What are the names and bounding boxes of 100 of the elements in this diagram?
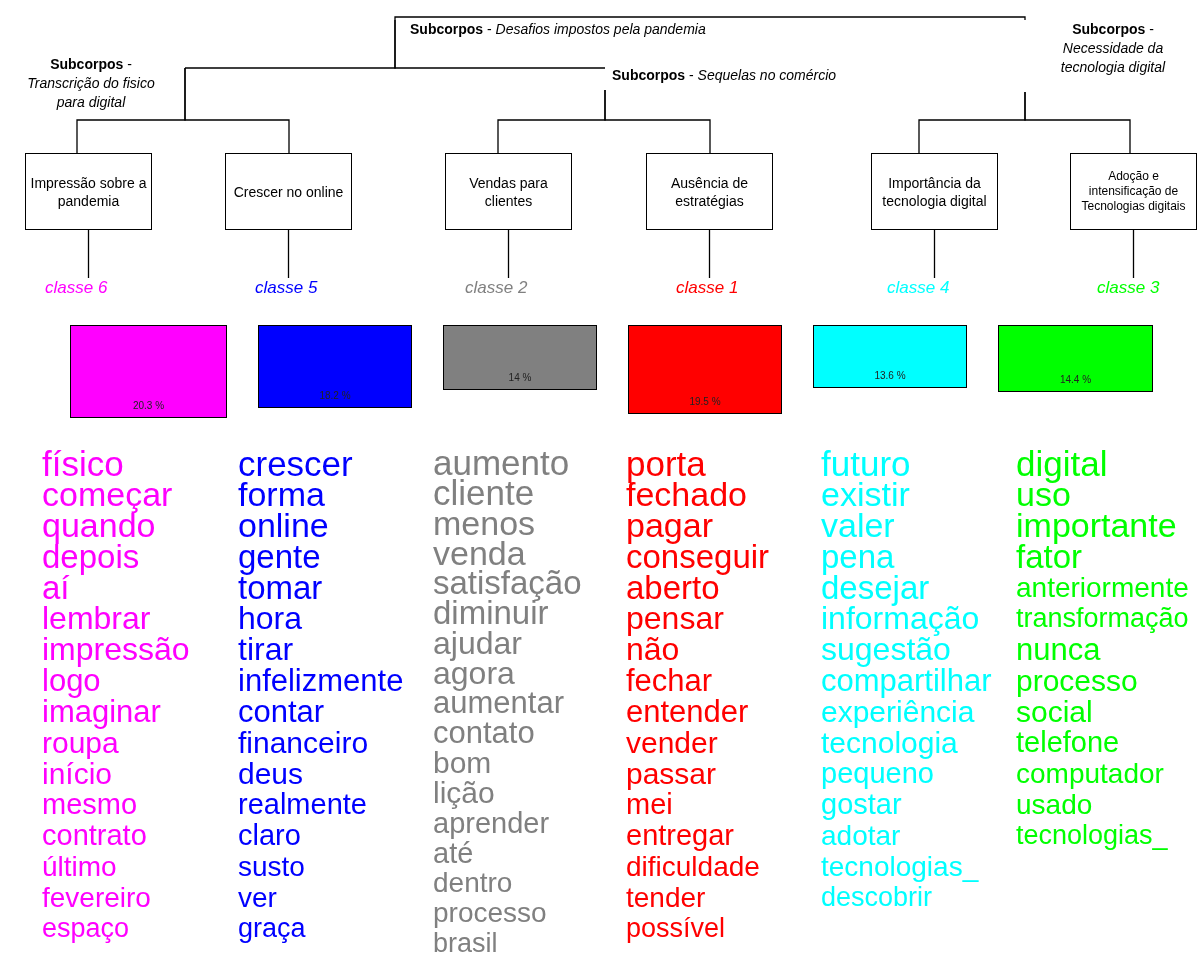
tree-line	[507, 229, 510, 279]
keyword-text: tecnologias_	[1016, 820, 1168, 851]
keyword-text: financeiro	[238, 727, 369, 758]
keyword-text: físico	[42, 448, 124, 479]
keyword-text: passar	[626, 758, 717, 789]
keyword-text: menos	[433, 508, 536, 538]
percentage-label: 19.5 %	[688, 396, 722, 407]
tree-line	[394, 19, 606, 69]
subcorpus-label: Subcorpos - Desafios impostos pela pandemia	[410, 21, 706, 37]
keyword-text: contrato	[42, 820, 147, 851]
keyword-text: início	[42, 758, 113, 789]
keyword-text: contar	[238, 696, 325, 727]
keyword-text: graça	[238, 913, 306, 944]
tree-line	[708, 229, 711, 279]
keyword-text: infelizmente	[238, 665, 404, 696]
keyword-text: hora	[238, 603, 303, 634]
keyword-text: contato	[433, 718, 535, 748]
keyword-text: possível	[626, 913, 726, 944]
class-label: classe 2	[465, 278, 555, 302]
keyword-text: deus	[238, 758, 304, 789]
keyword-text: valer	[821, 510, 895, 541]
keyword-text: transformação	[1016, 603, 1189, 634]
keyword-text: pequeno	[821, 758, 934, 789]
keyword-text: adotar	[821, 820, 901, 851]
tree-line	[604, 89, 711, 154]
keyword-text: realmente	[238, 789, 367, 820]
keyword-text: lembrar	[42, 603, 151, 634]
keyword-text: aprender	[433, 808, 550, 838]
tree-line	[184, 67, 290, 154]
keyword-text: futuro	[821, 448, 911, 479]
class-bar	[443, 325, 597, 390]
class-label: classe 3	[1097, 278, 1187, 302]
keyword-text: ver	[238, 882, 277, 913]
keyword-text: tecnologias_	[821, 851, 979, 882]
class-bar	[628, 325, 782, 414]
keyword-text: usado	[1016, 789, 1093, 820]
keyword-text: tender	[626, 882, 706, 913]
keyword-text: fechar	[626, 665, 713, 696]
tree-line	[1132, 229, 1135, 279]
keyword-text: brasil	[433, 928, 498, 958]
category-box: Importância da tecnologia digital	[871, 153, 998, 230]
keyword-text: existir	[821, 479, 910, 510]
keyword-text: pensar	[626, 603, 724, 634]
subcorpus-label: Subcorpos - Transcrição do fisico para digital	[27, 56, 155, 110]
keyword-text: susto	[238, 851, 305, 882]
keyword-text: social	[1016, 696, 1093, 727]
keyword-text: online	[238, 510, 329, 541]
class-label: classe 1	[676, 278, 766, 302]
keyword-text: vender	[626, 727, 718, 758]
subcorpus-label: Subcorpos - Necessidade da tecnologia digital	[1060, 21, 1166, 75]
category-box: Vendas para clientes	[445, 153, 572, 230]
percentage-label: 13.6 %	[873, 370, 907, 381]
class-bar	[998, 325, 1153, 392]
category-box: Crescer no online	[225, 153, 352, 230]
tree-line	[287, 229, 290, 279]
keyword-text: fevereiro	[42, 882, 151, 913]
category-box: Impressão sobre a pandemia	[25, 153, 152, 230]
keyword-text: venda	[433, 538, 526, 568]
tree-line	[394, 16, 1026, 21]
keyword-text: último	[42, 851, 117, 882]
keyword-text: dificuldade	[626, 851, 760, 882]
keyword-text: impressão	[42, 634, 190, 665]
class-label: classe 6	[45, 278, 135, 302]
keyword-text: processo	[1016, 665, 1138, 696]
class-bar	[813, 325, 967, 388]
keyword-text: espaço	[42, 913, 130, 944]
keyword-text: dentro	[433, 868, 513, 898]
class-label: classe 4	[887, 278, 977, 302]
percentage-label: 14.4 %	[1058, 374, 1093, 385]
tree-line	[933, 229, 936, 279]
keyword-text: tecnologia	[821, 727, 958, 758]
keyword-text: tirar	[238, 634, 294, 665]
keyword-text: até	[433, 838, 474, 868]
class-bar	[70, 325, 227, 418]
keyword-text: claro	[238, 820, 301, 851]
tree-line	[1024, 91, 1131, 154]
keyword-text: entender	[626, 696, 749, 727]
class-bar	[258, 325, 412, 408]
keyword-text: nunca	[1016, 634, 1101, 665]
keyword-text: cliente	[433, 478, 535, 508]
keyword-text: telefone	[1016, 727, 1120, 758]
keyword-text: entregar	[626, 820, 734, 851]
keyword-text: mei	[626, 789, 673, 820]
percentage-label: 18.2 %	[318, 390, 352, 401]
percentage-label: 14 %	[507, 372, 533, 383]
keyword-text: anteriormente	[1016, 572, 1189, 603]
category-box: Ausência de estratégias	[646, 153, 773, 230]
keyword-text: aumento	[433, 448, 570, 478]
keyword-text: bom	[433, 748, 492, 778]
keyword-text: gostar	[821, 789, 902, 820]
keyword-text: processo	[433, 898, 547, 928]
keyword-text: mesmo	[42, 789, 138, 820]
keyword-text: crescer	[238, 448, 353, 479]
keyword-text: computador	[1016, 758, 1164, 789]
keyword-text: lição	[433, 778, 495, 808]
class-label: classe 5	[255, 278, 345, 302]
keyword-text: descobrir	[821, 882, 933, 913]
category-box: Adoção e intensificação de Tecnologias digitais	[1070, 153, 1197, 230]
keyword-text: aí	[42, 572, 70, 603]
percentage-label: 20.3 %	[131, 400, 166, 411]
